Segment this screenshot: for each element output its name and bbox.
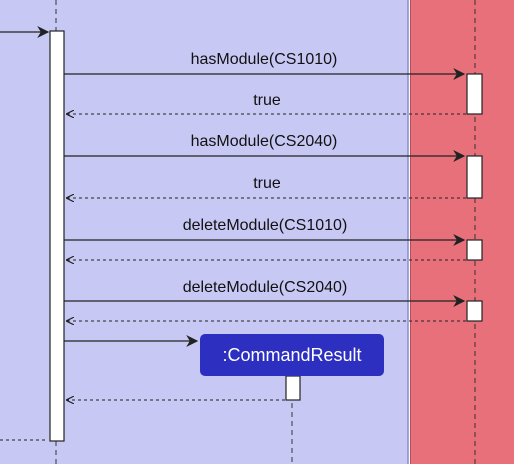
command-result-participant: :CommandResult bbox=[200, 334, 384, 376]
message-label-6: deleteModule(CS2040) bbox=[182, 279, 348, 296]
model-activation-bar-4 bbox=[466, 300, 483, 322]
message-label-3: hasModule(CS2040) bbox=[190, 133, 338, 150]
message-label-1: hasModule(CS1010) bbox=[190, 51, 338, 68]
participant-label: :CommandResult bbox=[222, 344, 362, 365]
command-result-activation-bar bbox=[285, 375, 301, 401]
model-activation-bar-1 bbox=[466, 73, 483, 115]
message-label-4: true bbox=[253, 175, 281, 192]
message-label-5: deleteModule(CS1010) bbox=[182, 217, 348, 234]
parser-activation-bar bbox=[49, 30, 65, 442]
logic-lane bbox=[0, 0, 408, 464]
message-label-2: true bbox=[253, 92, 281, 109]
model-activation-bar-3 bbox=[466, 239, 483, 261]
model-activation-bar-2 bbox=[466, 155, 483, 199]
model-lane bbox=[410, 0, 514, 464]
